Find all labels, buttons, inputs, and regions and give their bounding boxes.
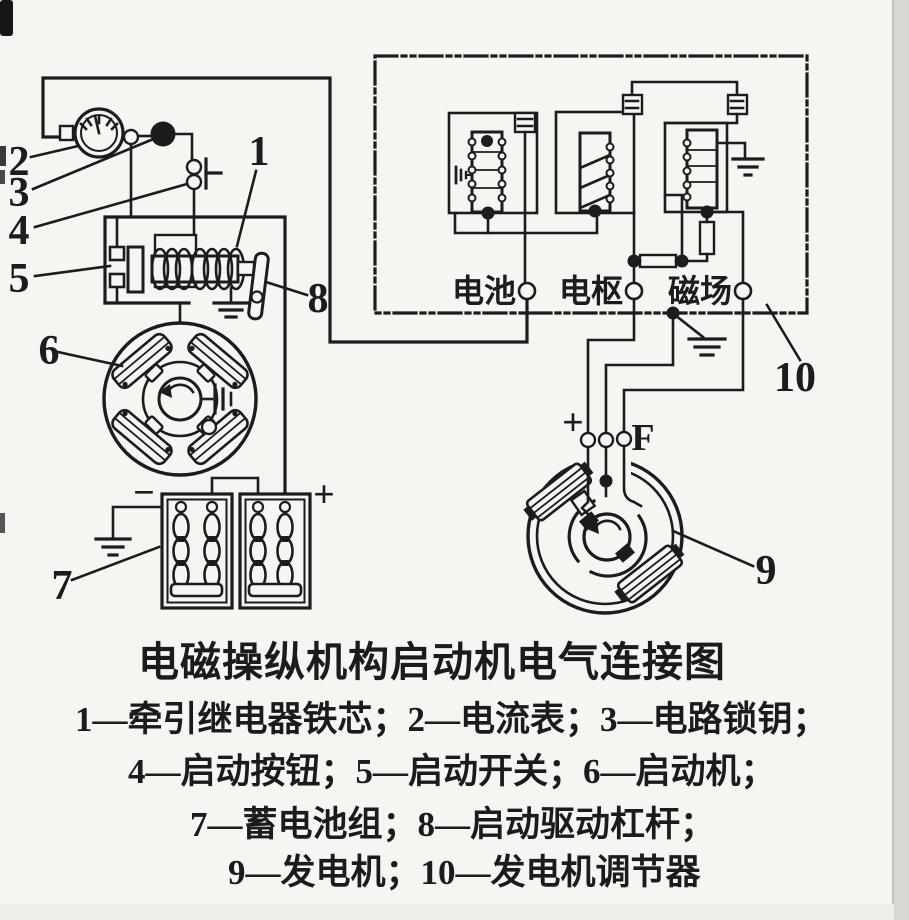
cell-jumper	[210, 476, 260, 504]
battery-plus-label: +	[313, 474, 335, 516]
label-9: 9	[756, 548, 777, 594]
ammeter-needle	[93, 114, 101, 135]
regulator-terminals: 电池 电枢 磁场	[452, 273, 753, 309]
caption-line-2: 4—启动按钮；5—启动开关；6—启动机；	[128, 752, 776, 791]
motor-pole-ring	[141, 360, 219, 438]
terminal-battery-label: 电池	[452, 273, 516, 309]
current-regulator-relay	[663, 121, 765, 219]
generator-lead-wires	[580, 444, 643, 517]
top-bridge	[621, 80, 749, 125]
ammeter	[58, 107, 140, 159]
generator	[523, 444, 685, 615]
caption-line-4: 9—发电机；10—发电机调节器	[228, 853, 701, 892]
switch-contact-lower	[108, 272, 126, 289]
label-1: 1	[249, 129, 270, 175]
relay-plunger	[126, 245, 145, 294]
battery-cell-right	[238, 492, 312, 610]
battery-ground	[94, 537, 132, 557]
start-button	[185, 157, 223, 191]
generator-wiring: + F	[562, 297, 745, 459]
main-wiring	[41, 76, 529, 344]
battery-cell-left	[160, 492, 234, 610]
generator-field-coils	[523, 461, 685, 604]
generator-field-label: F	[631, 417, 654, 459]
regulator-box: 电池 电枢 磁场	[373, 54, 809, 315]
label-2: 2	[9, 139, 30, 185]
caption-line-1: 1—牵引继电器铁芯；2—电流表；3—电路锁钥；	[75, 700, 828, 739]
ammeter-ticks	[79, 115, 119, 131]
motor-field-coils	[111, 332, 249, 466]
leader-lines	[29, 138, 802, 582]
label-3: 3	[9, 170, 30, 216]
figure-title: 电磁操纵机构启动机电气连接图	[138, 639, 726, 685]
part-number-labels: 1 2 3 4 5 6 7 8 9 10	[9, 129, 817, 609]
regulator-border	[373, 54, 809, 315]
starter-motor	[102, 321, 258, 477]
relay-ground	[212, 286, 250, 319]
label-10: 10	[774, 355, 816, 401]
regulator-ground	[715, 141, 765, 177]
label-5: 5	[9, 256, 30, 302]
label-7: 7	[52, 563, 73, 609]
relay-contact-points	[454, 165, 473, 185]
terminal-armature-label: 电枢	[559, 273, 623, 309]
regulator-resistors	[627, 193, 745, 285]
brush-holder	[569, 489, 597, 517]
caption-line-3: 7—蓄电池组；8—启动驱动杠杆；	[190, 805, 716, 844]
terminal-field-label: 磁场	[668, 273, 732, 309]
battery-minus-label: −	[133, 472, 155, 514]
traction-relay	[103, 215, 287, 504]
generator-plus-label: +	[562, 402, 584, 444]
circuit-key-switch	[150, 121, 176, 147]
label-4: 4	[9, 208, 30, 254]
battery-pack: − +	[94, 472, 335, 610]
label-8: 8	[308, 276, 329, 322]
drive-lever	[247, 251, 270, 321]
motor-brush	[199, 383, 233, 415]
connector-battery	[513, 111, 537, 285]
label-6: 6	[39, 328, 60, 374]
frame-ground	[673, 313, 727, 357]
commutator-arc	[588, 513, 648, 578]
switch-contact-upper	[108, 245, 126, 262]
voltage-regulator-relay	[554, 110, 636, 257]
